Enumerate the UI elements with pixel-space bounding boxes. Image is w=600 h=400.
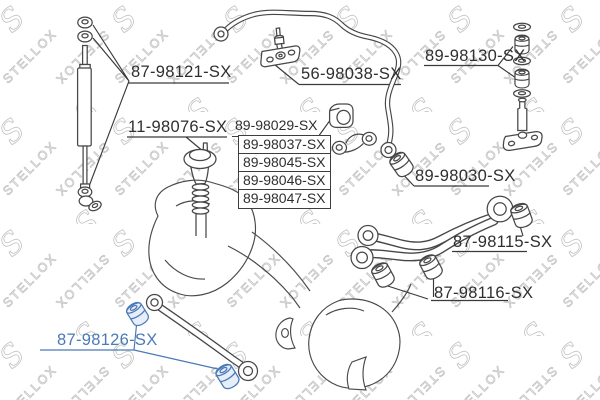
part-label-stabilizer-bushing-option[interactable]: 89-98037-SX xyxy=(238,135,331,155)
highlight-leader-lines xyxy=(40,324,221,371)
track-rod-drawing xyxy=(145,293,259,382)
part-label-stabilizer-link[interactable]: 89-98130-SX xyxy=(425,47,526,65)
part-label-shock-absorber[interactable]: 87-98121-SX xyxy=(131,63,232,81)
part-label-stabilizer-bushing-option[interactable]: 89-98047-SX xyxy=(238,189,331,209)
part-label-strut-mount[interactable]: 11-98076-SX xyxy=(128,118,228,136)
axle-housing-drawing xyxy=(148,179,412,391)
part-label-control-arm-bushing-pair[interactable]: 87-98116-SX xyxy=(434,284,534,302)
part-label-control-arm-bushing-outer[interactable]: 87-98115-SX xyxy=(453,233,553,251)
leader-lines xyxy=(87,24,527,302)
part-label-stabilizer-mount-bracket[interactable]: 56-98038-SX xyxy=(301,65,402,83)
control-arm-drawing xyxy=(350,195,514,270)
stabilizer-link-drawing xyxy=(502,22,543,151)
part-label-stabilizer-bushing-option[interactable]: 89-98029-SX xyxy=(232,118,324,137)
part-label-stabilizer-bar-bushing[interactable]: 89-98030-SX xyxy=(415,167,516,185)
part-label-track-rod-bushing-highlighted[interactable]: 87-98126-SX xyxy=(57,331,158,349)
stabilizer-bushing-options-list: 89-98029-SX 89-98037-SX 89-98045-SX 89-9… xyxy=(232,118,331,209)
part-label-stabilizer-bushing-option[interactable]: 89-98046-SX xyxy=(238,171,331,191)
stabilizer-bar-drawing xyxy=(213,9,402,159)
stabilizer-bushing-block-drawing xyxy=(328,103,354,129)
shock-absorber-drawing xyxy=(76,16,102,212)
strut-mount-drawing xyxy=(183,142,217,238)
stabilizer-clamp-drawing xyxy=(331,131,377,155)
stabilizer-mount-bracket-drawing xyxy=(260,27,301,68)
part-label-stabilizer-bushing-option[interactable]: 89-98045-SX xyxy=(238,153,331,173)
